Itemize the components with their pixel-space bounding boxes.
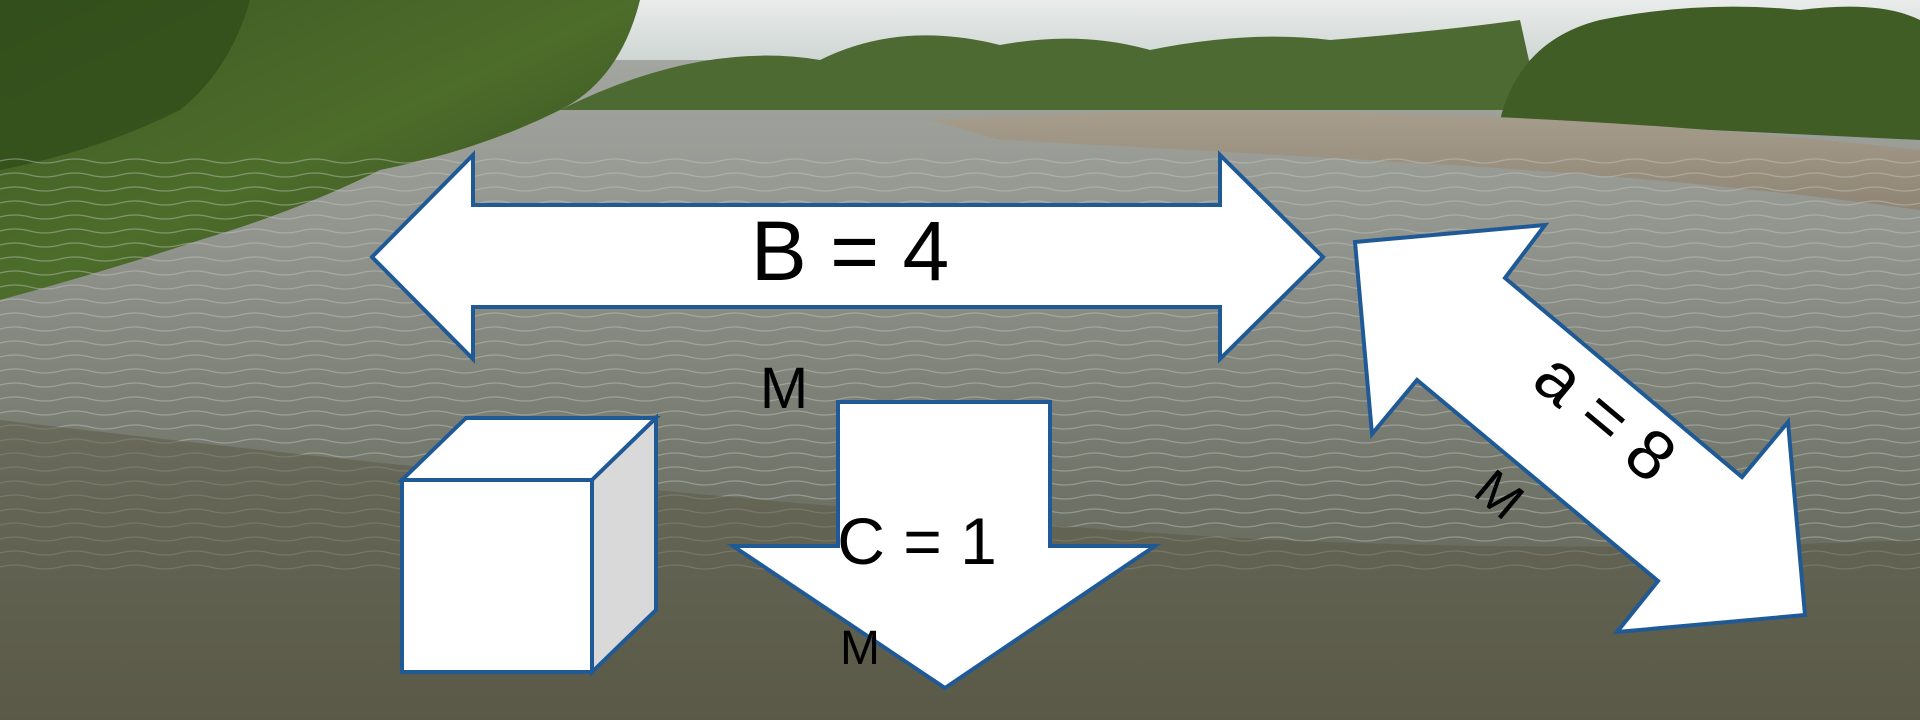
horizontal-arrow-unit: M [760,356,808,421]
down-arrow-label: C = 1 [837,504,997,578]
cube-shape [397,413,661,677]
horizontal-double-arrow [369,150,1326,364]
down-arrow [726,400,1162,691]
down-arrow-unit: M [840,622,880,675]
diagonal-double-arrow [1352,222,1808,635]
horizontal-arrow-label: B = 4 [751,204,949,298]
